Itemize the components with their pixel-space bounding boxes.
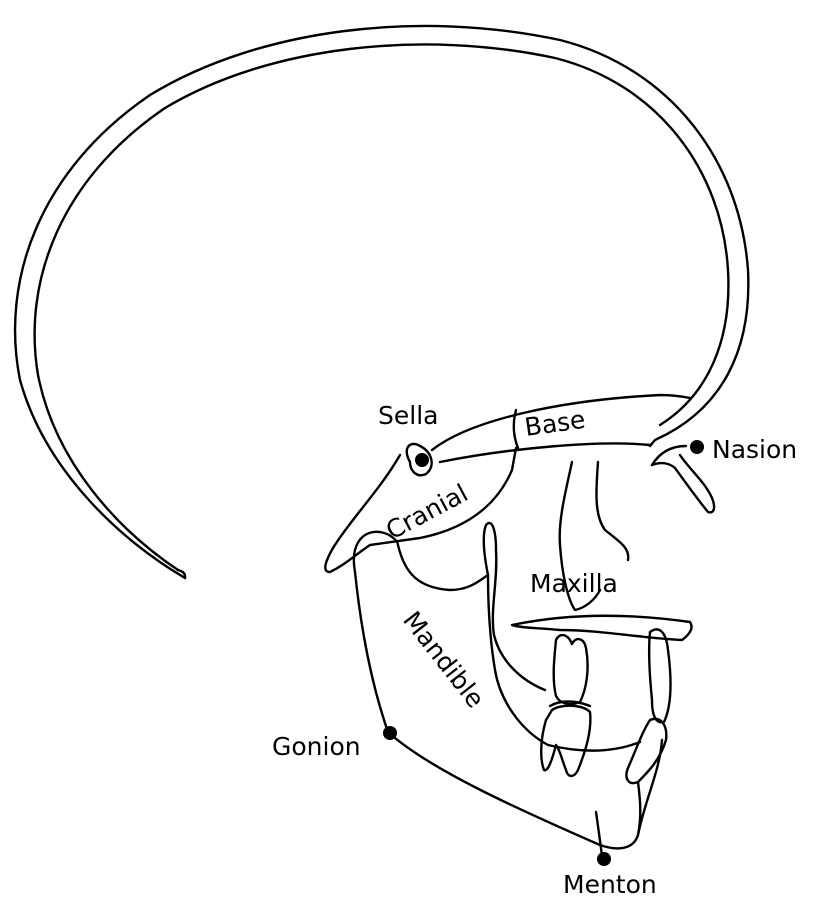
gonion-point [383, 726, 397, 740]
nasal-bone [652, 455, 714, 512]
mandible-symphysis [638, 782, 640, 835]
menton-point [597, 852, 611, 866]
menton-label: Menton [563, 870, 657, 899]
upper-incisor [649, 629, 670, 722]
ramus-posterior [355, 572, 388, 732]
cranial-label: Cranial [381, 478, 472, 545]
maxilla-label: Maxilla [530, 569, 618, 598]
mandible-inner [488, 575, 640, 751]
menton-line [596, 812, 602, 856]
sella-label: Sella [378, 401, 438, 430]
ramus-anterior [398, 545, 488, 590]
maxilla-anterior [596, 462, 628, 560]
gonion-label: Gonion [272, 732, 361, 761]
cranial-vault-outer [15, 26, 748, 578]
cranial-vault-inner [35, 44, 729, 570]
sella-point [415, 453, 429, 467]
nasion-point [690, 440, 704, 454]
mandible-label: Mandible [397, 606, 490, 713]
cranial-base-lower [440, 444, 650, 462]
nasion-label: Nasion [712, 435, 797, 464]
mandible-lower-border [388, 732, 662, 848]
lower-molar [541, 706, 590, 776]
base-divider [514, 410, 518, 448]
upper-molar [554, 635, 588, 704]
